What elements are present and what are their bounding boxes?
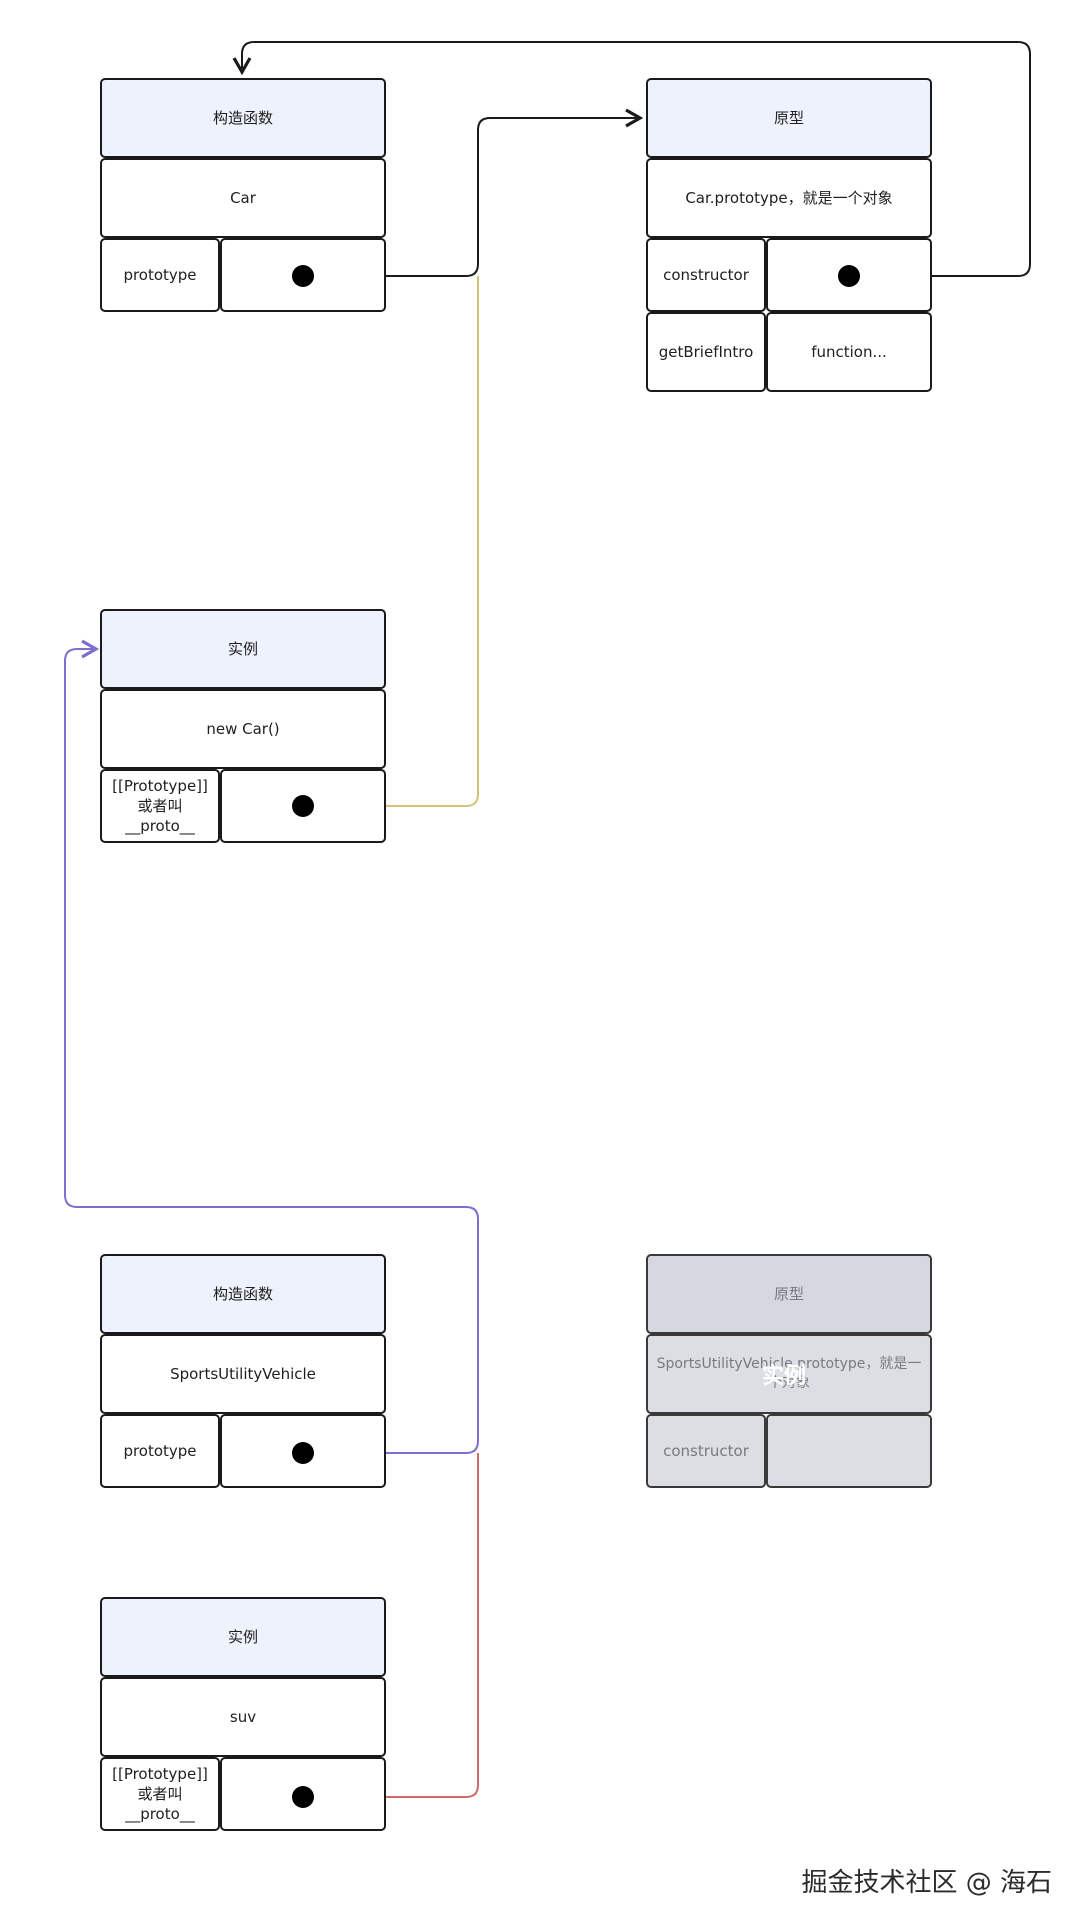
pointer-dot[interactable] bbox=[292, 1442, 314, 1464]
node-header: 原型 bbox=[646, 78, 932, 158]
key-line: __proto__ bbox=[125, 1805, 195, 1823]
node-header: 构造函数 bbox=[100, 78, 386, 158]
node-value-empty bbox=[766, 1414, 932, 1488]
node-key-getbriefintro: getBriefIntro bbox=[646, 312, 766, 392]
pointer-dot[interactable] bbox=[292, 265, 314, 287]
pointer-dot[interactable] bbox=[292, 1786, 314, 1808]
node-name: Car.prototype，就是一个对象 bbox=[646, 158, 932, 238]
node-value-pointer bbox=[220, 1757, 386, 1831]
edge-suv-instance-proto bbox=[315, 1453, 479, 1798]
node-header: 构造函数 bbox=[100, 1254, 386, 1334]
node-name: new Car() bbox=[100, 689, 386, 769]
key-line: [[Prototype]] bbox=[112, 777, 208, 795]
node-value-function: function... bbox=[766, 312, 932, 392]
key-line: __proto__ bbox=[125, 817, 195, 835]
node-key-prototype: prototype bbox=[100, 238, 220, 312]
key-line: [[Prototype]] bbox=[112, 1765, 208, 1783]
edge-constructor bbox=[232, 41, 1031, 277]
node-name: SportsUtilityVehicle.prototype，就是一个对象 bbox=[646, 1334, 932, 1414]
node-header: 实例 bbox=[100, 1597, 386, 1677]
node-key-constructor: constructor bbox=[646, 1414, 766, 1488]
node-key-proto: [[Prototype]] 或者叫 __proto__ bbox=[100, 1757, 220, 1831]
node-key-prototype: prototype bbox=[100, 1414, 220, 1488]
node-key-constructor: constructor bbox=[646, 238, 766, 312]
edge-instance-proto bbox=[315, 276, 479, 807]
edge-suv-prototype bbox=[64, 639, 479, 1454]
watermark-text: 掘金技术社区 @ 海石 bbox=[801, 1868, 1052, 1898]
node-header: 原型 bbox=[646, 1254, 932, 1334]
node-name: Car bbox=[100, 158, 386, 238]
pointer-dot[interactable] bbox=[838, 265, 860, 287]
node-header: 实例 bbox=[100, 609, 386, 689]
pointer-dot[interactable] bbox=[292, 795, 314, 817]
edge-car-prototype bbox=[315, 108, 644, 277]
node-name: suv bbox=[100, 1677, 386, 1757]
node-key-proto: [[Prototype]] 或者叫 __proto__ bbox=[100, 769, 220, 843]
key-line: 或者叫 bbox=[137, 797, 183, 815]
key-line: 或者叫 bbox=[137, 1785, 183, 1803]
node-name: SportsUtilityVehicle bbox=[100, 1334, 386, 1414]
